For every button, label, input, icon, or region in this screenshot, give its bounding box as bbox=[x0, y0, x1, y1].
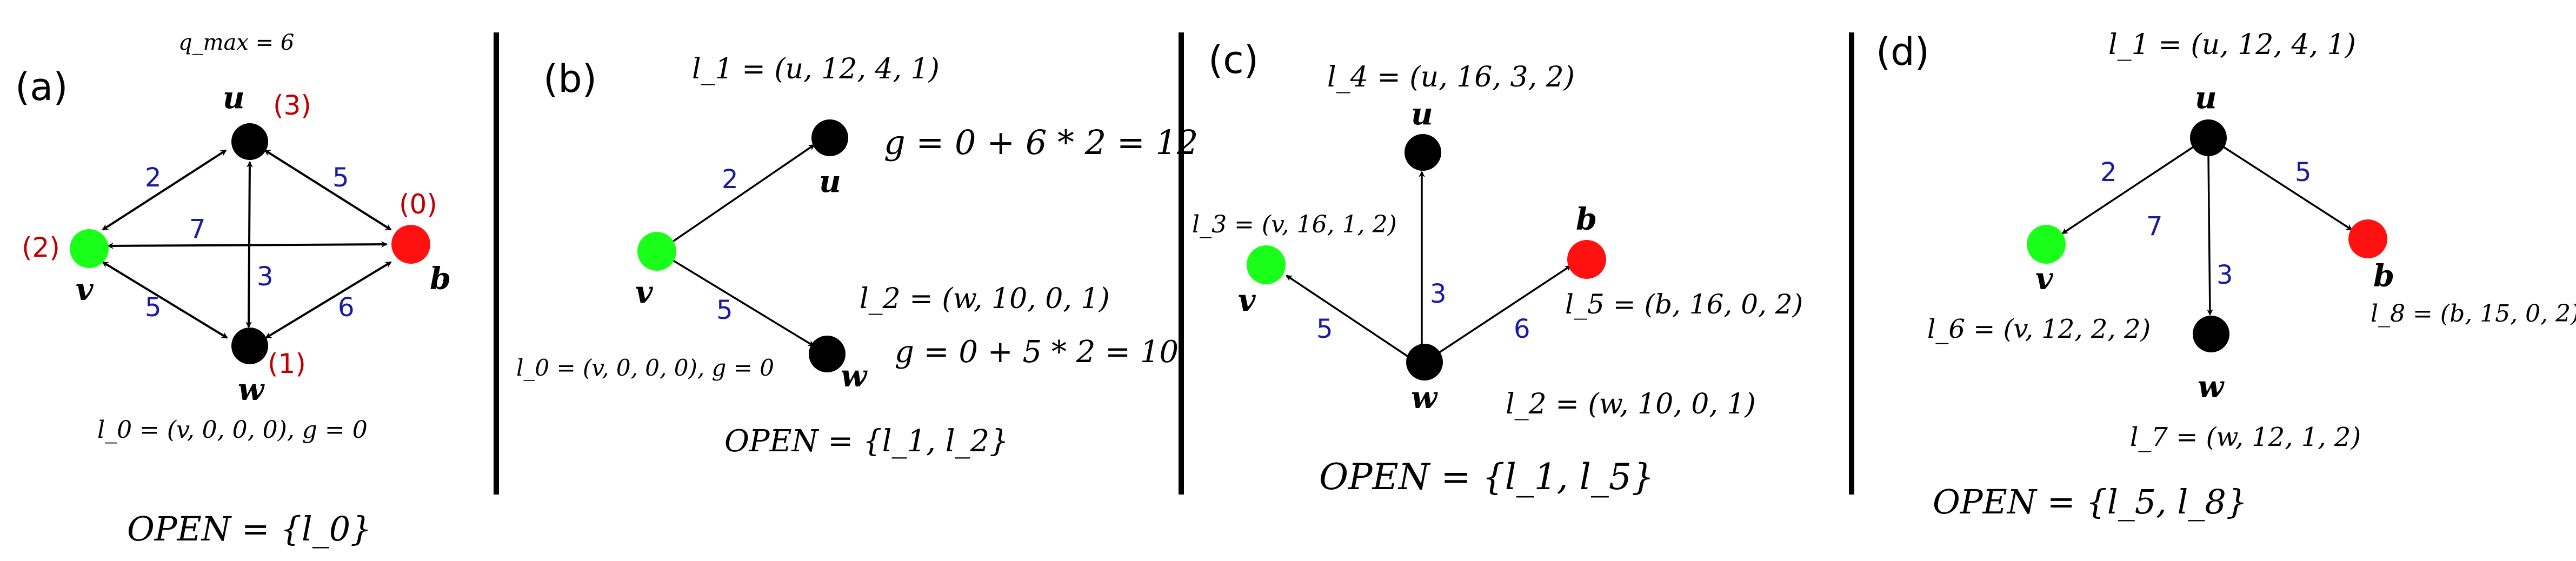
label-l8: l_8 = (b, 15, 0, 2) bbox=[2371, 300, 2576, 328]
label-l2: l_2 = (w, 10, 0, 1) bbox=[1506, 388, 1756, 420]
node-u bbox=[231, 123, 268, 160]
label-l7: l_7 = (w, 12, 1, 2) bbox=[2130, 422, 2361, 452]
edge-v-w bbox=[671, 258, 815, 347]
label-l1: l_1 = (u, 12, 4, 1) bbox=[2108, 29, 2356, 61]
edge-u-w bbox=[245, 161, 253, 328]
node-u bbox=[2190, 119, 2227, 156]
node-v bbox=[1247, 245, 1286, 284]
weight-extra: 7 bbox=[2146, 211, 2163, 242]
node-label-w: w bbox=[1411, 380, 1438, 416]
node-w bbox=[1406, 344, 1443, 380]
node-label-w: w bbox=[2198, 369, 2225, 405]
edge-w-v bbox=[1286, 275, 1409, 358]
weight-u-v: 2 bbox=[2100, 157, 2117, 188]
node-label-v: v bbox=[76, 272, 94, 308]
node-label-b: b bbox=[430, 261, 451, 297]
panel-label: (c) bbox=[1208, 38, 1259, 82]
panel-d: (d) 2 3 5 7 u v w b l_1 = (u, 12, 4, 1) … bbox=[1876, 29, 2576, 522]
node-label-w: w bbox=[841, 358, 868, 394]
weight-u-w: 3 bbox=[2216, 260, 2233, 290]
g-value-l1: g = 0 + 6 * 2 = 12 bbox=[884, 123, 1198, 162]
label-l0: l_0 = (v, 0, 0, 0), g = 0 bbox=[516, 355, 774, 381]
node-u bbox=[1405, 134, 1441, 171]
qmax-label: q_max = 6 bbox=[178, 30, 294, 55]
open-list: OPEN = {l_1, l_5} bbox=[1319, 456, 1654, 498]
node-label-b: b bbox=[1576, 202, 1597, 237]
node-w bbox=[2193, 316, 2229, 352]
node-b bbox=[2348, 219, 2387, 258]
weight-w-b: 6 bbox=[338, 292, 355, 323]
weight-w-v: 5 bbox=[1316, 314, 1333, 344]
node-label-u: u bbox=[223, 80, 245, 116]
node-label-v: v bbox=[2035, 261, 2054, 297]
weight-u-b: 5 bbox=[2295, 157, 2312, 188]
label-l2: l_2 = (w, 10, 0, 1) bbox=[860, 283, 1110, 315]
heuristic-w: (1) bbox=[268, 348, 306, 379]
open-list: OPEN = {l_5, l_8} bbox=[1933, 482, 2247, 522]
node-v bbox=[2027, 225, 2066, 264]
heuristic-u: (3) bbox=[273, 90, 311, 121]
label-l0: l_0 = (v, 0, 0, 0), g = 0 bbox=[97, 416, 368, 444]
node-u bbox=[811, 119, 848, 156]
node-w bbox=[809, 336, 846, 372]
edge-v-b bbox=[107, 241, 388, 249]
heuristic-b: (0) bbox=[399, 189, 437, 220]
weight-v-w: 5 bbox=[145, 292, 162, 323]
label-l3: l_3 = (v, 16, 1, 2) bbox=[1192, 211, 1397, 238]
edge-v-u bbox=[102, 149, 227, 231]
weight-v-b: 7 bbox=[189, 214, 206, 244]
panel-label: (d) bbox=[1876, 30, 1929, 74]
label-l6: l_6 = (v, 12, 2, 2) bbox=[1927, 314, 2151, 344]
node-label-w: w bbox=[238, 372, 265, 408]
node-label-v: v bbox=[1238, 283, 1256, 318]
weight-u-b: 5 bbox=[332, 163, 349, 193]
node-label-b: b bbox=[2373, 258, 2394, 294]
node-v bbox=[637, 232, 676, 271]
panel-label: (a) bbox=[15, 65, 68, 109]
edge-v-w bbox=[102, 261, 228, 339]
panel-a: (a) q_max = 6 2 5 7 3 5 6 u (3) v (2) b … bbox=[15, 30, 451, 549]
weight-v-u: 2 bbox=[722, 164, 738, 195]
edge-w-b bbox=[265, 261, 392, 339]
edge-u-b bbox=[2221, 145, 2353, 231]
weight-v-u: 2 bbox=[145, 163, 162, 193]
open-list: OPEN = {l_1, l_2} bbox=[724, 424, 1009, 459]
label-l5: l_5 = (b, 16, 0, 2) bbox=[1565, 289, 1803, 320]
node-b bbox=[391, 225, 430, 264]
panel-label: (b) bbox=[543, 57, 597, 101]
node-b bbox=[1567, 240, 1606, 279]
edge-w-b bbox=[1436, 265, 1572, 355]
edge-u-w bbox=[2206, 153, 2213, 316]
weight-v-w: 5 bbox=[716, 295, 733, 325]
node-label-u: u bbox=[819, 164, 841, 199]
node-v bbox=[70, 229, 109, 268]
node-label-u: u bbox=[1411, 96, 1433, 132]
edge-u-v bbox=[2061, 145, 2195, 235]
label-l4: l_4 = (u, 16, 3, 2) bbox=[1327, 61, 1575, 94]
open-list: OPEN = {l_0} bbox=[127, 509, 372, 549]
panel-c: (c) 3 5 6 u v b w l_4 = (u, 16, 3, 2) l_… bbox=[1192, 38, 1803, 498]
weight-w-u: 3 bbox=[1430, 279, 1447, 309]
node-label-u: u bbox=[2195, 80, 2217, 116]
node-w bbox=[231, 328, 268, 364]
edge-u-b bbox=[264, 149, 392, 231]
node-label-v: v bbox=[635, 275, 654, 310]
panel-b: (b) 2 5 v u w l_1 = (u, 12, 4, 1) g = 0 … bbox=[516, 53, 1198, 459]
label-l1: l_1 = (u, 12, 4, 1) bbox=[692, 53, 940, 85]
weight-w-b: 6 bbox=[1514, 314, 1530, 344]
weight-u-w: 3 bbox=[257, 262, 274, 292]
heuristic-v: (2) bbox=[22, 232, 60, 263]
edge-v-u bbox=[670, 144, 815, 244]
g-value-l2: g = 0 + 5 * 2 = 10 bbox=[895, 335, 1179, 370]
